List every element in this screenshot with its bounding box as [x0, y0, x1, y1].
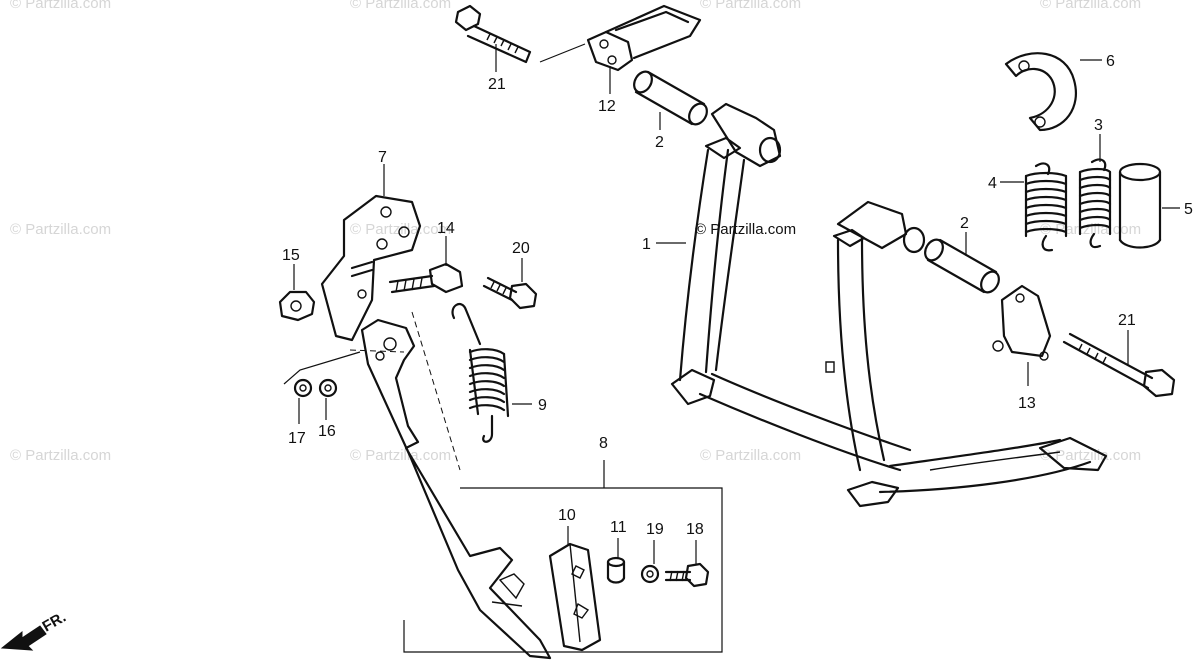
- bolt-14: [388, 236, 464, 294]
- main-stand-1: [656, 102, 1108, 508]
- callout-6: 6: [1106, 53, 1115, 70]
- spring-4: [1000, 162, 1068, 252]
- callout-8: 8: [599, 435, 608, 452]
- callout-9: 9: [538, 397, 547, 414]
- bolt-21-top: [454, 4, 586, 72]
- bracket-7: [320, 164, 422, 342]
- watermark: © Partzilla.com: [350, 447, 451, 464]
- watermark: © Partzilla.com: [350, 0, 451, 12]
- nut-15: [278, 264, 316, 322]
- callout-14: 14: [437, 220, 455, 237]
- bracket-13: [992, 284, 1052, 386]
- stopper-6: [1004, 52, 1102, 132]
- callout-17: 17: [288, 430, 306, 447]
- callout-21-right: 21: [1118, 312, 1136, 329]
- bolt-18: [664, 540, 710, 588]
- callout-3: 3: [1094, 117, 1103, 134]
- assembly-8-box: [403, 460, 723, 653]
- callout-15: 15: [282, 247, 300, 264]
- watermark: © Partzilla.com: [10, 447, 111, 464]
- bracket-12: [586, 4, 702, 94]
- front-arrow-icon: [0, 625, 47, 651]
- watermark: © Partzilla.com: [1040, 0, 1141, 12]
- callout-12: 12: [598, 98, 616, 115]
- washer-19: [640, 540, 660, 584]
- watermark: © Partzilla.com: [10, 0, 111, 12]
- callout-18: 18: [686, 521, 704, 538]
- callout-2-right: 2: [960, 215, 969, 232]
- callout-11: 11: [610, 519, 627, 536]
- leader-washers: [283, 351, 361, 385]
- pad-10: [548, 526, 602, 652]
- sleeve-5: [1118, 162, 1180, 249]
- watermark: © Partzilla.com: [350, 221, 451, 238]
- callout-1: 1: [642, 236, 651, 253]
- side-stand-arm: [360, 318, 552, 660]
- watermark: © Partzilla.com: [700, 447, 801, 464]
- spring-9: [451, 303, 532, 443]
- callout-13: 13: [1018, 395, 1036, 412]
- collar-11: [606, 538, 626, 584]
- washer-17: [293, 378, 313, 424]
- callout-19: 19: [646, 521, 664, 538]
- center-watermark: © Partzilla.com: [695, 221, 796, 238]
- callout-20: 20: [512, 240, 530, 257]
- callout-2-top: 2: [655, 134, 664, 151]
- callout-21-top: 21: [488, 76, 506, 93]
- watermark: © Partzilla.com: [700, 0, 801, 12]
- callout-10: 10: [558, 507, 576, 524]
- callout-4: 4: [988, 175, 997, 192]
- callout-5: 5: [1184, 201, 1193, 218]
- callout-16: 16: [318, 423, 336, 440]
- watermark: © Partzilla.com: [10, 221, 111, 238]
- guide-dash: [349, 311, 461, 471]
- bolt-20: [482, 258, 538, 310]
- bolt-21-right: [1062, 330, 1176, 398]
- collar-2-right: [924, 232, 1000, 294]
- watermark: © Partzilla.com: [1040, 447, 1141, 464]
- collar-2-top: [633, 70, 708, 130]
- washer-16: [318, 378, 338, 420]
- callout-7: 7: [378, 149, 387, 166]
- spring-3: [1078, 134, 1112, 249]
